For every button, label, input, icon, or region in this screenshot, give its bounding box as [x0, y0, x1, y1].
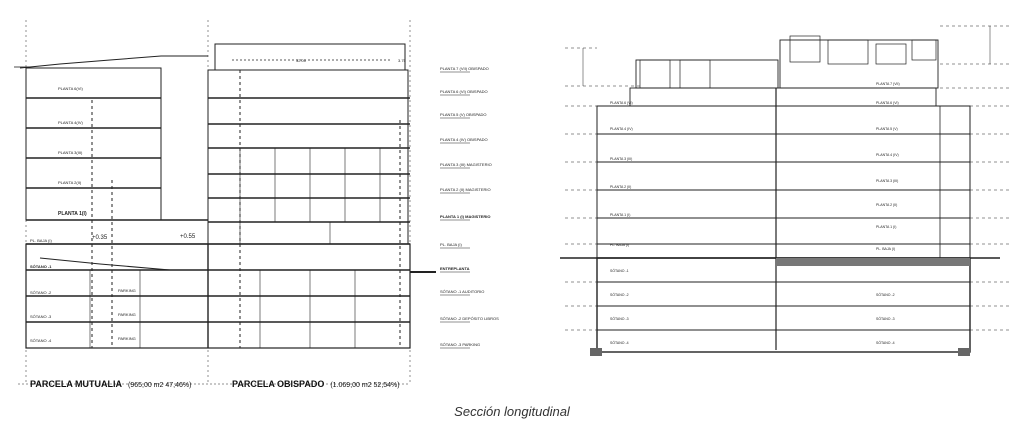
level-label: PLANTA 1 (I)	[610, 213, 630, 217]
floor-label: PLANTA 3 (III) MAGISTERIO	[440, 162, 492, 167]
level-label: SÓTANO -2	[876, 292, 895, 297]
level-label: PLANTA 3 (III)	[876, 179, 898, 183]
left-floor-label: PLANTA 3(III)	[58, 150, 83, 155]
foundation-right	[958, 348, 970, 356]
floor-label: PLANTA 5 (V) OBISPADO	[440, 112, 487, 117]
right-basement-slabs	[597, 281, 970, 331]
left-floor-label: PLANTA 6(VI)	[58, 86, 83, 91]
foundation-left	[590, 348, 602, 356]
tower-box	[789, 35, 821, 63]
parking-label: PARKING	[118, 336, 136, 341]
left-roof	[19, 55, 208, 69]
right-building-penthouse	[214, 43, 406, 71]
parcel-name: PARCELA MUTUALIA	[30, 379, 122, 389]
left-dims: +0.35 +0.55 32.00 3.75	[92, 58, 407, 241]
tower-box	[875, 43, 907, 65]
boundary-lines	[25, 20, 411, 385]
floor-label: SÓTANO -2 DEPÓSITO LIBROS	[440, 316, 499, 321]
level-label: SÓTANO -2	[610, 292, 629, 297]
parcel-mutualia-label: PARCELA MUTUALIA (965,00 m2 47,46%)	[30, 379, 191, 389]
left-floor-label: PL. BAJA (I)	[30, 238, 52, 243]
floor-label: PLANTA 7 (VII) OBISPADO	[440, 66, 489, 71]
left-floor-label: PLANTA 4(IV)	[58, 120, 83, 125]
level-label: PLANTA 7 (VII)	[876, 82, 900, 86]
level-lines-left	[565, 47, 640, 331]
level-label: SÓTANO -3	[610, 316, 629, 321]
level-label: SÓTANO -4	[876, 340, 895, 345]
basement-slabs	[26, 269, 410, 323]
right-slabs	[208, 97, 410, 223]
level-label: PL. BAJA (I)	[876, 247, 895, 251]
right-section-labels: PLANTA 7 (VII) PLANTA 6 (VI) PLANTA 6 (V…	[610, 82, 900, 345]
level-label: SÓTANO -4	[610, 340, 629, 345]
dim-text: +0.55	[180, 234, 196, 240]
level-label: SÓTANO -3	[876, 316, 895, 321]
parcel-name: PARCELA OBISPADO	[232, 379, 325, 389]
transfer-slab	[776, 258, 970, 266]
level-label: PLANTA 4 (IV)	[610, 127, 633, 131]
drawing-caption: Sección longitudinal	[454, 404, 570, 419]
level-lines-right	[940, 25, 1010, 331]
tower-box	[911, 39, 937, 61]
basement-grid	[89, 270, 356, 348]
right-window-lines	[239, 148, 381, 244]
parking-label: PARKING	[118, 288, 136, 293]
parking-label: PARKING	[118, 312, 136, 317]
rooftop-volume	[635, 59, 779, 89]
dim-text: 3.75	[398, 58, 407, 63]
parcel-area: (965,00 m2 47,46%)	[128, 382, 192, 389]
rooftop-box	[679, 59, 711, 89]
left-floor-label: SÓTANO -1	[30, 264, 52, 269]
floor-label: PL. BAJA (I)	[440, 242, 462, 247]
left-floor-label: SÓTANO -2	[30, 290, 52, 295]
level-label: SÓTANO -1	[610, 268, 629, 273]
right-building-upper	[207, 69, 409, 245]
dim-text: +0.35	[92, 235, 108, 241]
level-label: PL. BAJA (I)	[610, 243, 629, 247]
level-label: PLANTA 6 (VI)	[610, 101, 633, 105]
dim-text: 32.00	[296, 58, 307, 63]
left-floor-label: SÓTANO -4	[30, 338, 52, 343]
left-section: PLANTA 6(VI) PLANTA 4(IV) PLANTA 3(III) …	[14, 20, 499, 385]
floor-label: ENTREPLANTA	[440, 266, 470, 271]
level-label: PLANTA 6 (VI)	[876, 101, 899, 105]
level-label: PLANTA 5 (V)	[876, 127, 898, 131]
label-underlines	[440, 71, 470, 349]
top-floor	[629, 87, 937, 107]
right-section: PLANTA 7 (VII) PLANTA 6 (VI) PLANTA 6 (V…	[560, 25, 1010, 356]
floor-label: PLANTA 4 (IV) OBISPADO	[440, 137, 488, 142]
left-floor-label: PLANTA 2(II)	[58, 180, 82, 185]
right-basement-block	[596, 257, 971, 353]
right-section-slabs	[597, 133, 970, 245]
level-label: PLANTA 3 (III)	[610, 157, 632, 161]
floor-label: PLANTA 2 (II) MAGISTERIO	[440, 187, 491, 192]
floor-label: PLANTA 1 (I) MAGISTERIO	[440, 214, 490, 219]
floor-label: SÓTANO -1 AUDITORIO	[440, 289, 484, 294]
floor-label: PLANTA 6 (VI) OBISPADO	[440, 89, 488, 94]
parcel-obispado-label: PARCELA OBISPADO (1.069,00 m2 52,54%)	[232, 379, 400, 389]
level-label: PLANTA 2 (II)	[876, 203, 897, 207]
level-label: PLANTA 2 (II)	[610, 185, 631, 189]
left-building-upper	[25, 67, 162, 221]
left-floor-label: PLANTA 1(I)	[58, 211, 87, 217]
level-label: PLANTA 1 (I)	[876, 225, 896, 229]
floor-label: SÓTANO -3 PARKING	[440, 342, 480, 347]
level-label: PLANTA 4 (IV)	[876, 153, 899, 157]
left-floor-labels: PLANTA 6(VI) PLANTA 4(IV) PLANTA 3(III) …	[30, 86, 136, 343]
left-floor-label: SÓTANO -3	[30, 314, 52, 319]
rooftop-box	[639, 59, 671, 89]
tower-box	[827, 39, 869, 65]
ramp	[39, 257, 171, 271]
right-floor-labels: PLANTA 7 (VII) OBISPADO PLANTA 6 (VI) OB…	[440, 66, 499, 347]
column-axes	[91, 70, 401, 348]
parcel-area: (1.069,00 m2 52,54%)	[330, 382, 400, 389]
right-main-body	[596, 105, 971, 259]
